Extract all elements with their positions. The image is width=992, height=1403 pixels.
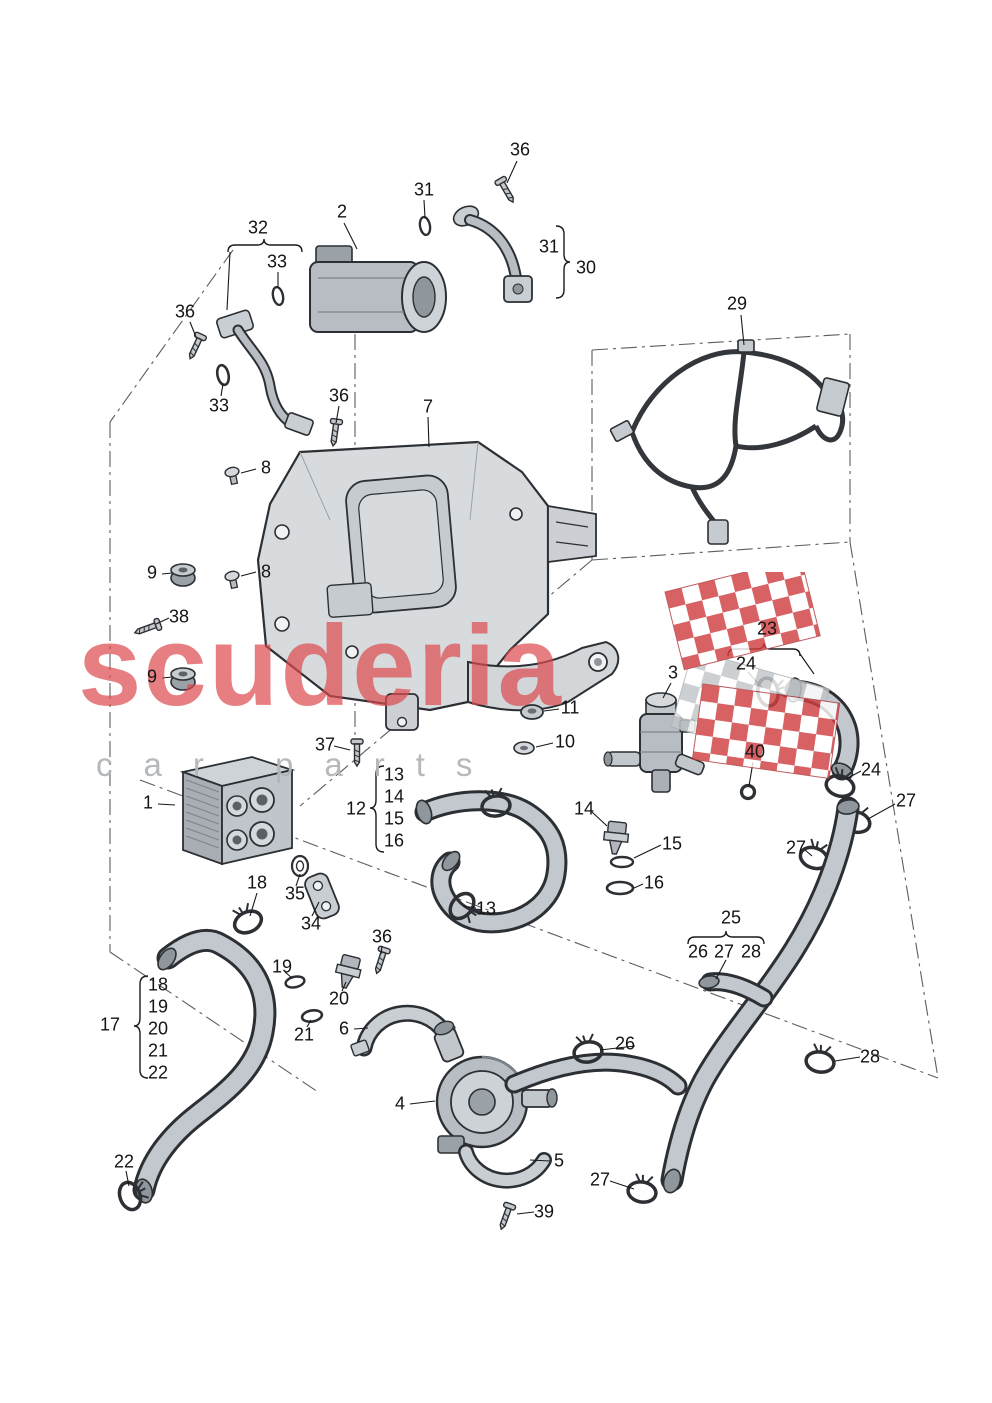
callout-7: 7 — [422, 396, 434, 417]
callout-22: 22 — [113, 1151, 135, 1172]
callout-5: 5 — [553, 1150, 565, 1171]
callout-40: 40 — [744, 741, 766, 762]
callout-16: 16 — [643, 872, 665, 893]
callout-27: 27 — [895, 790, 917, 811]
callout-31: 31 — [413, 179, 435, 200]
callout-15: 15 — [661, 833, 683, 854]
callout-11: 11 — [560, 697, 580, 718]
callout-35: 35 — [284, 883, 306, 904]
callout-27: 27 — [713, 941, 735, 962]
callout-29: 29 — [726, 293, 748, 314]
callout-27: 27 — [589, 1169, 611, 1190]
washer-10 — [513, 741, 535, 755]
callout-20: 20 — [328, 988, 350, 1009]
part-2-aux-heater — [309, 245, 447, 333]
callout-13: 13 — [383, 764, 405, 785]
callout-36: 36 — [174, 301, 196, 322]
hose-25-group — [660, 796, 860, 1194]
callout-38: 38 — [168, 606, 190, 627]
callout-18: 18 — [246, 872, 268, 893]
callout-14: 14 — [573, 798, 595, 819]
callout-33: 33 — [266, 251, 288, 272]
callout-24: 24 — [860, 759, 882, 780]
harness-connectors — [609, 339, 850, 545]
callout-36: 36 — [509, 139, 531, 160]
cap-ring-40 — [739, 783, 757, 801]
callout-8: 8 — [260, 457, 272, 478]
seal-35 — [290, 854, 310, 878]
part-4-pump — [433, 1020, 558, 1154]
callout-13: 13 — [475, 898, 497, 919]
callout-8: 8 — [260, 561, 272, 582]
part-1-heat-exchanger — [179, 756, 296, 866]
bracket-34 — [304, 872, 340, 920]
part-7-bracket — [256, 440, 620, 731]
callout-34: 34 — [300, 913, 322, 934]
callout-28: 28 — [740, 941, 762, 962]
callout-19: 19 — [271, 956, 293, 977]
hose-pump-outlet — [504, 1052, 688, 1096]
callout-36: 36 — [371, 926, 393, 947]
callout-28: 28 — [859, 1046, 881, 1067]
callout-20: 20 — [147, 1018, 169, 1039]
callout-15: 15 — [383, 808, 405, 829]
callout-21: 21 — [147, 1040, 169, 1061]
callout-25: 25 — [720, 907, 742, 928]
callout-26: 26 — [614, 1033, 636, 1054]
leader-lines — [125, 160, 896, 1215]
callout-14: 14 — [383, 786, 405, 807]
seal-ring-16 — [605, 880, 635, 896]
callout-2: 2 — [336, 201, 348, 222]
callout-19: 19 — [147, 996, 169, 1017]
callout-36: 36 — [328, 385, 350, 406]
part-5-strap — [458, 1144, 552, 1189]
callout-31: 31 — [538, 236, 560, 257]
callout-33: 33 — [208, 395, 230, 416]
hose-12-group — [414, 790, 568, 934]
callout-6: 6 — [338, 1018, 350, 1039]
callout-16: 16 — [383, 830, 405, 851]
callout-32: 32 — [247, 217, 269, 238]
callout-24: 24 — [735, 653, 757, 674]
callout-21: 21 — [293, 1024, 315, 1045]
callout-4: 4 — [394, 1093, 406, 1114]
callout-27: 27 — [785, 837, 807, 858]
callout-9: 9 — [146, 562, 158, 583]
washer-11 — [520, 704, 544, 720]
callout-17: 17 — [99, 1014, 121, 1035]
callout-22: 22 — [147, 1062, 169, 1083]
callout-9: 9 — [146, 666, 158, 687]
callout-30: 30 — [575, 257, 597, 278]
callout-10: 10 — [554, 731, 576, 752]
callout-26: 26 — [687, 941, 709, 962]
callout-23: 23 — [756, 618, 778, 639]
callout-3: 3 — [667, 662, 679, 683]
callout-12: 12 — [345, 798, 367, 819]
callout-1: 1 — [142, 792, 154, 813]
part-30-pipe — [452, 205, 533, 303]
part-32-pipe — [215, 309, 314, 436]
callout-37: 37 — [314, 734, 336, 755]
callout-18: 18 — [147, 974, 169, 995]
seal-ring-15 — [609, 855, 635, 869]
callout-39: 39 — [533, 1201, 555, 1222]
